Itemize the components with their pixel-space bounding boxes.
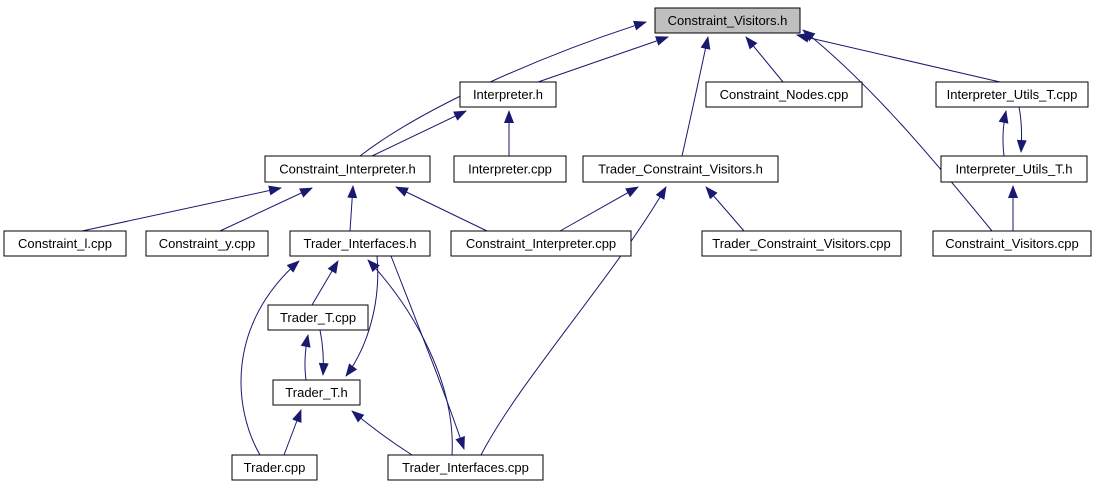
edge-trader_interfaces_cpp-to-trader_constraint_visitors_h <box>480 186 667 456</box>
node-label-trader_constraint_visitors_h: Trader_Constraint_Visitors.h <box>598 162 763 177</box>
edge-constraint_l_cpp-to-constraint_interpreter_h <box>81 185 282 232</box>
edge-interpreter_utils_t_h-to-interpreter_utils_t_cpp <box>998 110 1009 157</box>
node-constraint_nodes_cpp[interactable]: Constraint_Nodes.cpp <box>705 81 863 108</box>
node-constraint_visitors_cpp[interactable]: Constraint_Visitors.cpp <box>932 230 1092 257</box>
node-constraint_visitors_h: Constraint_Visitors.h <box>654 7 801 34</box>
node-box-trader_t_h[interactable] <box>272 379 361 406</box>
edge-interpreter_h-to-constraint_visitors_h <box>537 36 669 83</box>
node-constraint_interpreter_cpp[interactable]: Constraint_Interpreter.cpp <box>450 230 632 257</box>
node-box-constraint_interpreter_cpp[interactable] <box>450 230 632 257</box>
edge-trader_constraint_visitors_h-to-constraint_visitors_h <box>681 36 711 157</box>
node-label-interpreter_h: Interpreter.h <box>473 87 543 102</box>
edge-constraint_interpreter_cpp-to-constraint_interpreter_h <box>395 186 488 232</box>
node-label-constraint_visitors_cpp: Constraint_Visitors.cpp <box>945 236 1078 251</box>
edge-trader_interfaces_cpp-to-trader_t_h <box>351 410 413 456</box>
node-box-interpreter_utils_t_cpp[interactable] <box>935 81 1089 108</box>
node-box-trader_interfaces_cpp[interactable] <box>387 454 544 481</box>
node-constraint_interpreter_h[interactable]: Constraint_Interpreter.h <box>264 155 431 183</box>
node-box-constraint_interpreter_h[interactable] <box>264 155 431 183</box>
node-box-trader_interfaces_h[interactable] <box>289 230 431 257</box>
node-box-interpreter_utils_t_h[interactable] <box>940 155 1088 183</box>
edge-trader_interfaces_cpp-to-trader_interfaces_h <box>367 259 453 456</box>
node-box-constraint_nodes_cpp[interactable] <box>705 81 863 108</box>
node-box-constraint_l_cpp[interactable] <box>3 230 127 257</box>
node-interpreter_h[interactable]: Interpreter.h <box>459 81 557 108</box>
edge-trader_constraint_visitors_cpp-to-trader_constraint_visitors_h <box>705 186 745 232</box>
node-label-constraint_interpreter_cpp: Constraint_Interpreter.cpp <box>466 236 616 251</box>
node-label-trader_t_h: Trader_T.h <box>285 385 347 400</box>
edge-trader_cpp-to-trader_interfaces_h <box>240 260 300 456</box>
node-label-constraint_visitors_h: Constraint_Visitors.h <box>668 13 788 28</box>
node-interpreter_utils_t_cpp[interactable]: Interpreter_Utils_T.cpp <box>935 81 1089 108</box>
node-trader_interfaces_h[interactable]: Trader_Interfaces.h <box>289 230 431 257</box>
edge-trader_t_cpp-to-trader_interfaces_h <box>311 260 339 306</box>
edge-constraint_nodes_cpp-to-constraint_visitors_h <box>745 36 784 83</box>
edge-constraint_visitors_cpp-to-constraint_visitors_h <box>802 29 993 232</box>
node-trader_t_h[interactable]: Trader_T.h <box>272 379 361 406</box>
node-label-constraint_y_cpp: Constraint_y.cpp <box>159 236 256 251</box>
node-box-constraint_visitors_cpp[interactable] <box>932 230 1092 257</box>
node-interpreter_cpp[interactable]: Interpreter.cpp <box>453 155 567 183</box>
node-box-interpreter_cpp[interactable] <box>453 155 567 183</box>
node-box-interpreter_h[interactable] <box>459 81 557 108</box>
node-label-trader_constraint_visitors_cpp: Trader_Constraint_Visitors.cpp <box>712 236 890 251</box>
node-box-trader_constraint_visitors_cpp[interactable] <box>701 230 902 257</box>
edge-trader_interfaces_h-to-trader_t_h <box>345 255 379 377</box>
node-box-trader_t_cpp[interactable] <box>267 304 369 331</box>
node-box-trader_constraint_visitors_h[interactable] <box>582 155 779 183</box>
edge-trader_interfaces_h-to-trader_interfaces_cpp <box>390 255 465 450</box>
node-box-constraint_y_cpp[interactable] <box>145 230 269 257</box>
node-trader_constraint_visitors_h[interactable]: Trader_Constraint_Visitors.h <box>582 155 779 183</box>
node-label-interpreter_utils_t_cpp: Interpreter_Utils_T.cpp <box>947 87 1078 102</box>
edge-constraint_interpreter_h-to-constraint_visitors_h <box>359 20 647 157</box>
node-label-constraint_l_cpp: Constraint_l.cpp <box>18 236 112 251</box>
edge-constraint_y_cpp-to-constraint_interpreter_h <box>219 187 313 232</box>
node-constraint_y_cpp[interactable]: Constraint_y.cpp <box>145 230 269 257</box>
node-label-trader_t_cpp: Trader_T.cpp <box>280 310 356 325</box>
node-label-trader_cpp: Trader.cpp <box>244 460 306 475</box>
node-label-trader_interfaces_cpp: Trader_Interfaces.cpp <box>402 460 529 475</box>
node-constraint_l_cpp[interactable]: Constraint_l.cpp <box>3 230 127 257</box>
node-trader_constraint_visitors_cpp[interactable]: Trader_Constraint_Visitors.cpp <box>701 230 902 257</box>
node-label-constraint_interpreter_h: Constraint_Interpreter.h <box>279 162 416 177</box>
edge-trader_t_h-to-trader_t_cpp <box>300 334 311 381</box>
node-label-constraint_nodes_cpp: Constraint_Nodes.cpp <box>720 87 849 102</box>
node-box-trader_cpp[interactable] <box>231 454 318 481</box>
edge-trader_t_cpp-to-trader_t_h <box>318 329 329 376</box>
node-box-constraint_visitors_h <box>654 7 801 34</box>
edge-constraint_interpreter_cpp-to-trader_constraint_visitors_h <box>559 186 639 232</box>
edge-constraint_interpreter_h-to-interpreter_h <box>371 110 467 157</box>
node-trader_interfaces_cpp[interactable]: Trader_Interfaces.cpp <box>387 454 544 481</box>
node-label-trader_interfaces_h: Trader_Interfaces.h <box>304 236 417 251</box>
node-trader_t_cpp[interactable]: Trader_T.cpp <box>267 304 369 331</box>
node-label-interpreter_cpp: Interpreter.cpp <box>468 162 552 177</box>
edge-trader_cpp-to-trader_t_h <box>283 409 302 456</box>
node-interpreter_utils_t_h[interactable]: Interpreter_Utils_T.h <box>940 155 1088 183</box>
edge-trader_interfaces_h-to-constraint_interpreter_h <box>347 185 358 232</box>
node-trader_cpp[interactable]: Trader.cpp <box>231 454 318 481</box>
edge-interpreter_utils_t_cpp-to-constraint_visitors_h <box>796 32 1001 83</box>
edge-interpreter_utils_t_cpp-to-interpreter_utils_t_h <box>1016 106 1027 153</box>
node-label-interpreter_utils_t_h: Interpreter_Utils_T.h <box>955 162 1072 177</box>
